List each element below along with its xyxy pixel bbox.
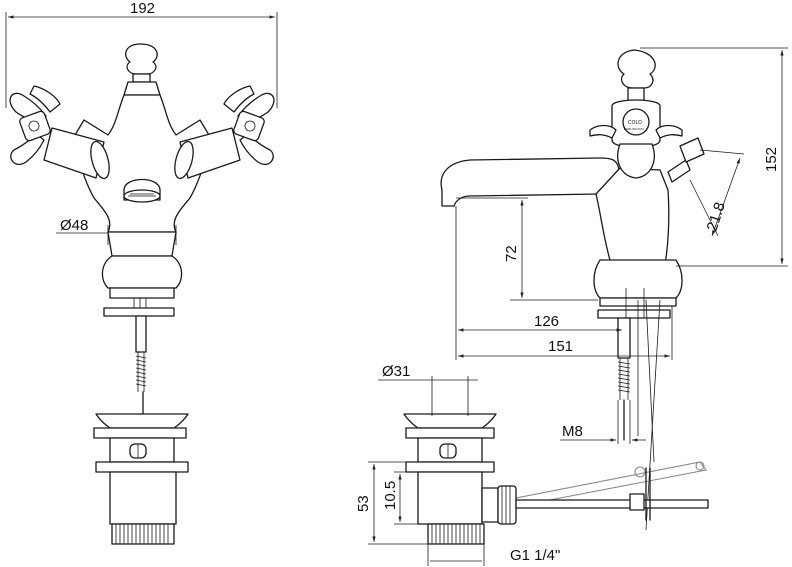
- reach-126-dimension: 126: [455, 206, 622, 360]
- lifted-linkage: [505, 461, 707, 509]
- side-rod: [617, 299, 661, 531]
- thread-m8-dimension: M8: [560, 400, 646, 444]
- side-spout: [440, 157, 670, 271]
- right-cross-handle: [223, 85, 275, 165]
- front-waste: [93, 413, 189, 545]
- top-finial: [123, 43, 161, 96]
- tap-base: [101, 231, 183, 317]
- lift-lever: [667, 137, 705, 183]
- spout-height-dimension: 72: [456, 197, 598, 301]
- diameter-48-label: Ø48: [60, 217, 88, 234]
- front-view: 192: [5, 0, 278, 545]
- thread-g1-dimension: G1 1/4": [427, 544, 560, 566]
- width-dimension: 192: [5, 0, 278, 108]
- waste-height-53-dimension: 53: [355, 461, 428, 545]
- thread-g1-label: G1 1/4": [510, 547, 560, 564]
- offset-21-8-dimension: 21.8: [689, 149, 745, 237]
- depth-151-dimension: 151: [458, 306, 673, 360]
- waste-height-53-label: 53: [355, 495, 372, 512]
- side-waste: [403, 413, 709, 545]
- brand-badge-label: BURLINGTON: [624, 127, 644, 131]
- tap-body: [43, 94, 241, 233]
- pull-rod: [135, 315, 147, 417]
- height-152-dimension: 152: [640, 47, 788, 267]
- waste-offset-10-5-label: 10.5: [382, 481, 399, 510]
- spout-height-72-label: 72: [503, 245, 520, 262]
- depth-151-label: 151: [548, 338, 573, 355]
- side-handle: COLD BURLINGTON: [589, 49, 683, 179]
- height-152-label: 152: [763, 147, 780, 172]
- offset-21-8-label: 21.8: [704, 200, 729, 233]
- cold-badge-label: COLD: [628, 120, 642, 126]
- diameter-31-dimension: Ø31: [378, 363, 478, 416]
- diameter-31-label: Ø31: [382, 363, 410, 380]
- reach-126-label: 126: [534, 313, 559, 330]
- waste-offset-10-5-dimension: 10.5: [382, 471, 428, 525]
- side-view: COLD BURLINGTON: [355, 47, 788, 566]
- thread-m8-label: M8: [562, 423, 583, 440]
- width-192-label: 192: [130, 0, 155, 17]
- left-cross-handle: [9, 85, 61, 165]
